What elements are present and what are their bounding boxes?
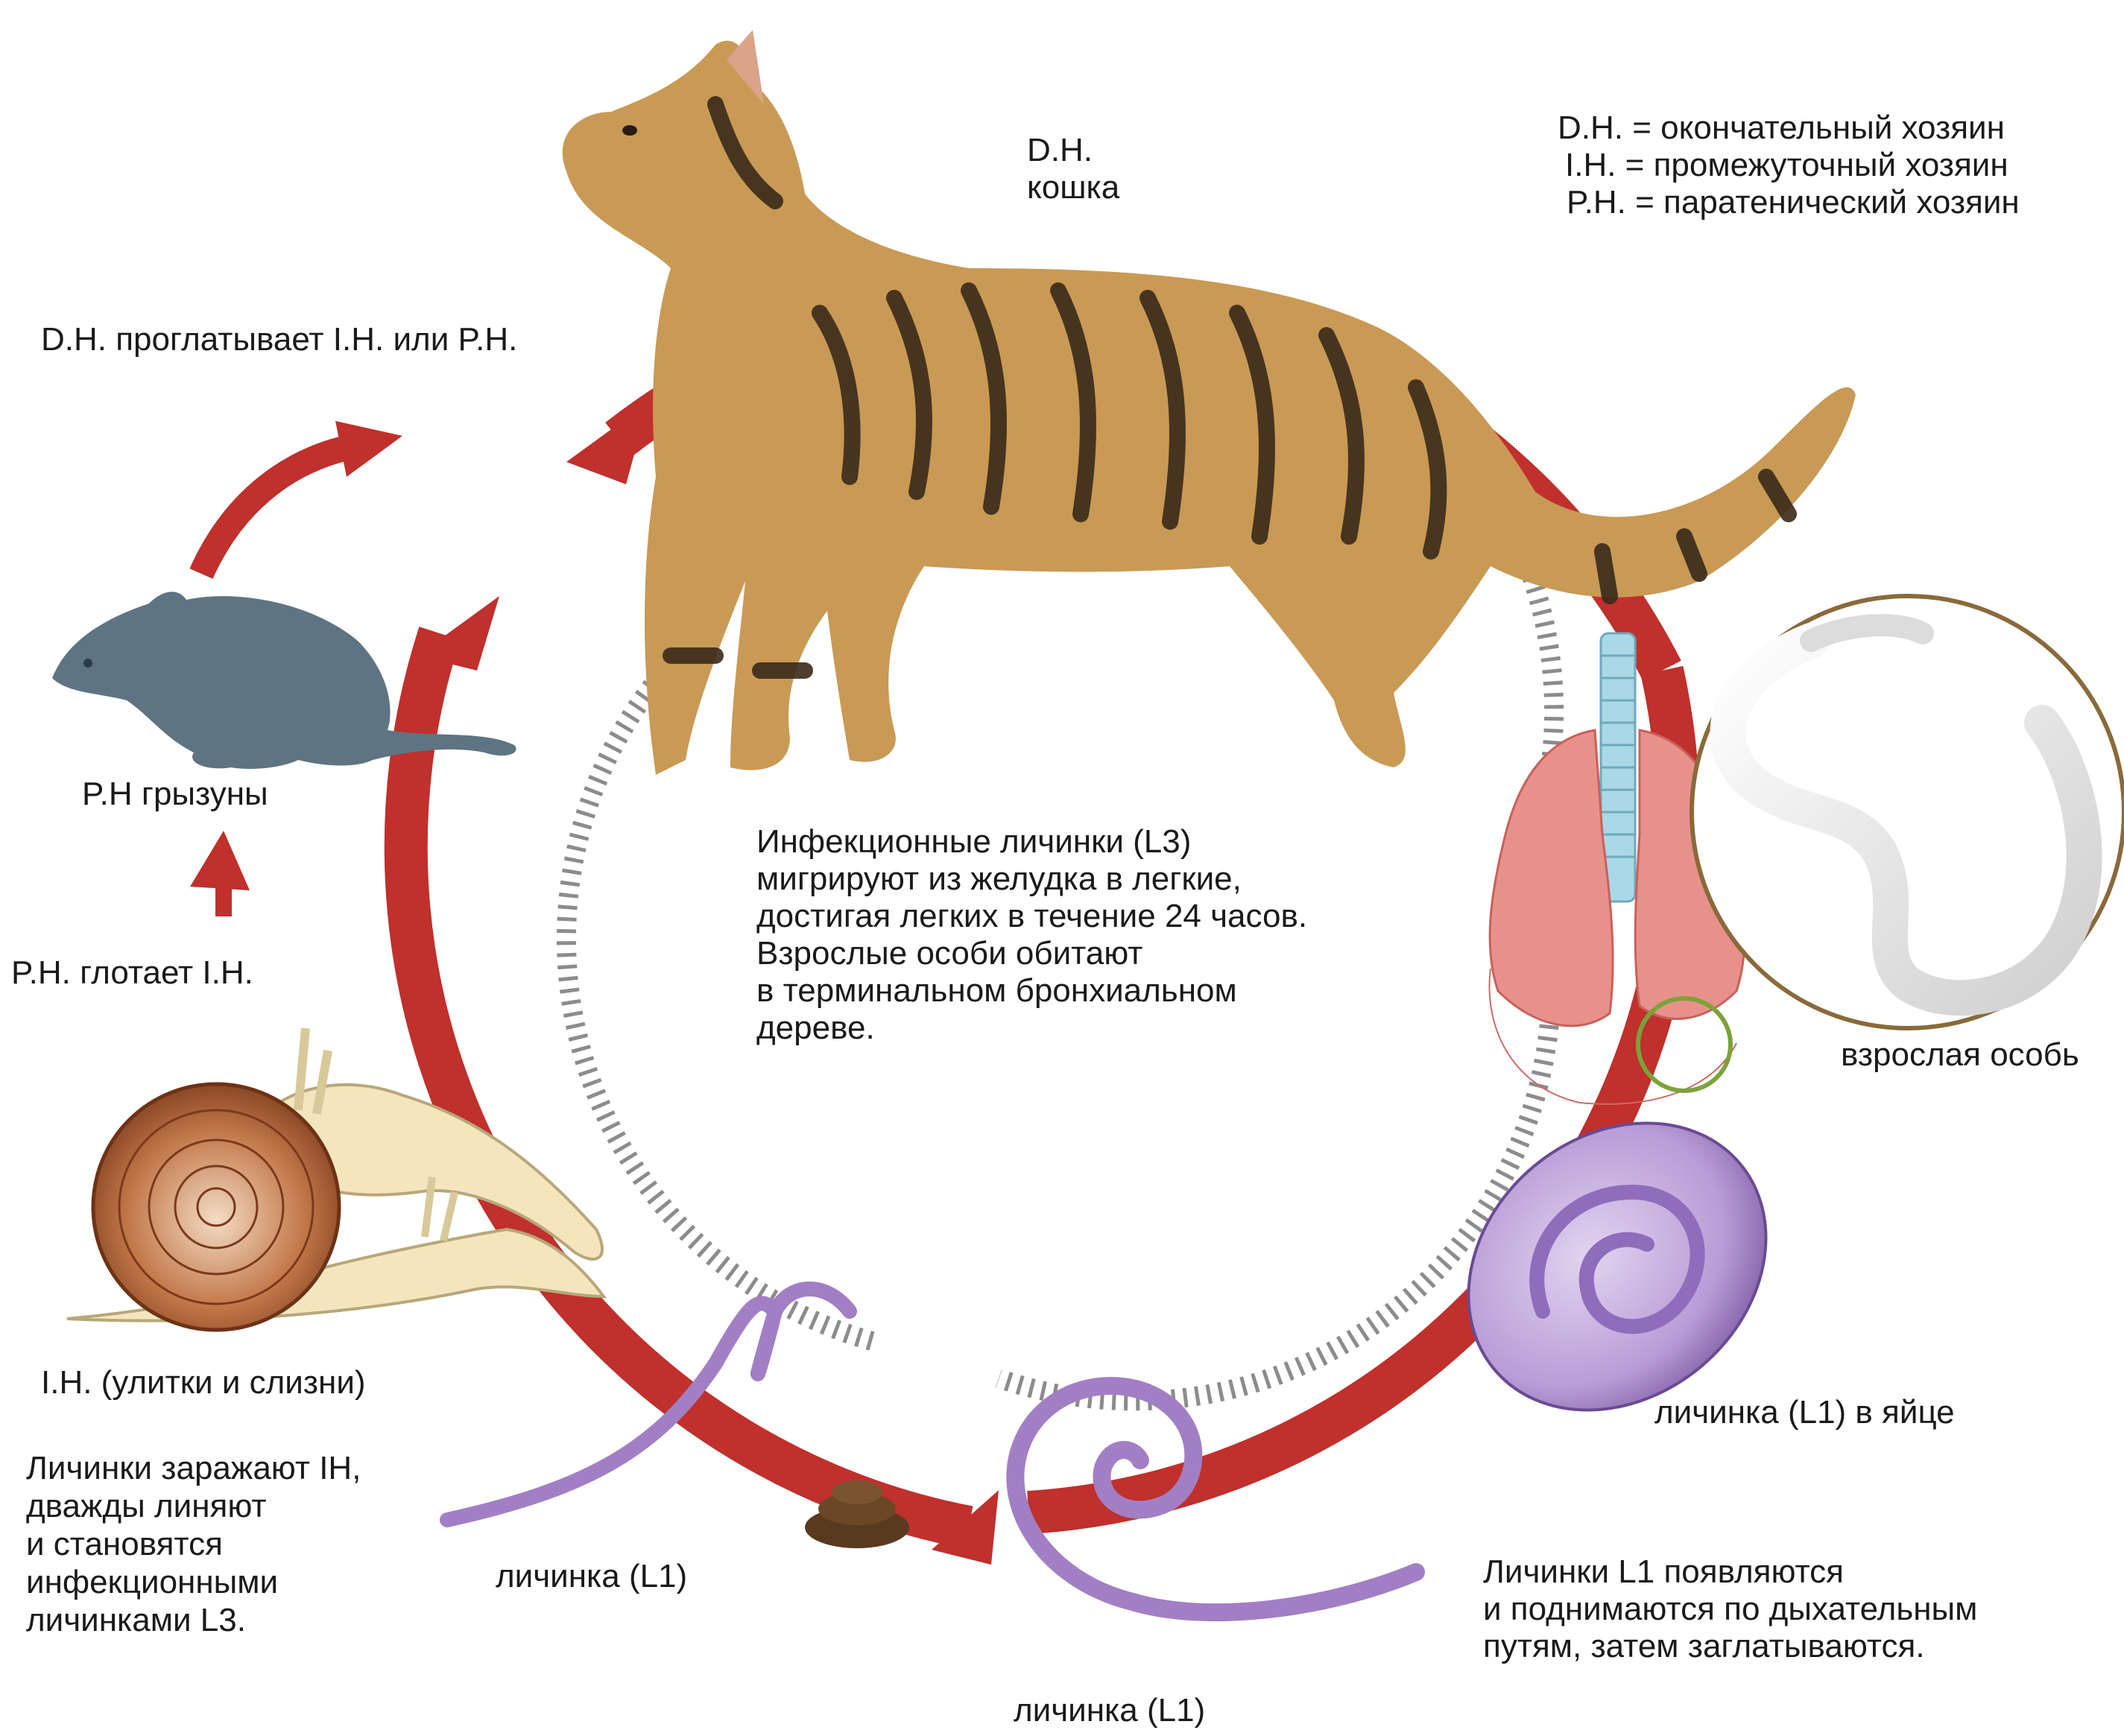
- larvae-infect-text: Личинки заражают IH, дважды линяют и ста…: [26, 1449, 361, 1639]
- cat-label-line1: D.H.: [1027, 131, 1093, 170]
- adult-label: взрослая особь: [1841, 1036, 2079, 1074]
- larva-left-label: личинка (L1): [496, 1557, 687, 1596]
- larva-egg-label: личинка (L1) в яйце: [1654, 1393, 1955, 1432]
- legend-ph: P.H. = паратенический хозяин: [1567, 183, 2020, 222]
- center-description-text: Инфекционные личинки (L3) мигрируют из ж…: [756, 823, 1307, 1047]
- adult-worm-illustration: [1692, 596, 2124, 1028]
- legend-ih: I.H. = промежуточный хозяин: [1565, 146, 2008, 185]
- dh-swallows-label: D.H. проглатывает I.H. или P.H.: [41, 320, 517, 359]
- snails-label: I.H. (улитки и слизни): [41, 1363, 366, 1402]
- larvae-emerge-text: Личинки L1 появляются и поднимаются по д…: [1483, 1553, 1977, 1665]
- rodents-label: P.H грызуны: [82, 775, 268, 814]
- snail-slug-illustration: [67, 1028, 604, 1330]
- legend-dh: D.H. = окончательный хозяин: [1558, 109, 2005, 148]
- cat-label-line2: кошка: [1027, 168, 1119, 207]
- ph-swallows-label: P.H. глотает I.H.: [11, 954, 253, 992]
- larva-bottom-label: личинка (L1): [1014, 1691, 1205, 1730]
